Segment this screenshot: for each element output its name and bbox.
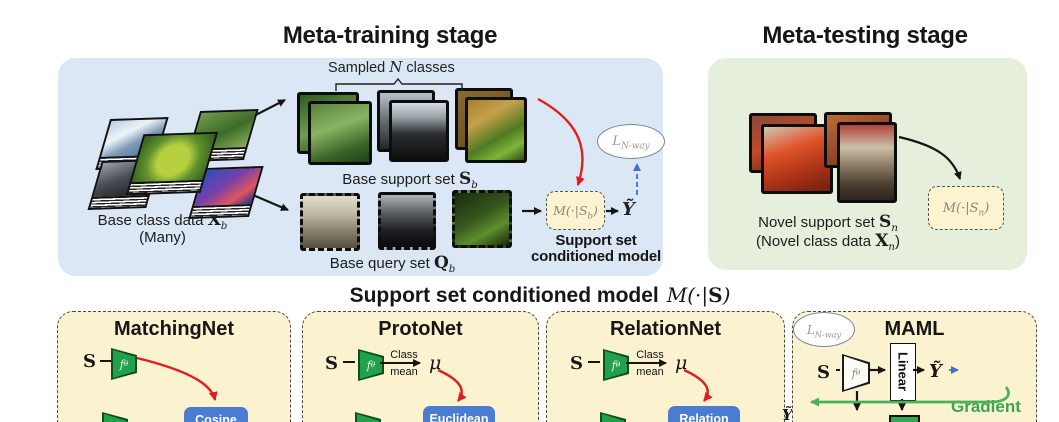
base-support-set-label: Base support set Sb: [300, 169, 520, 191]
protonet-encoder2-icon: [355, 412, 381, 422]
relationnet-y-hat: Ỹ: [782, 406, 793, 422]
y-hat-training: Ỹ: [622, 199, 635, 220]
query-image-monkey: [378, 192, 436, 250]
query-image-snake: [452, 190, 512, 248]
protonet-mean-label: mean: [390, 366, 418, 378]
base-query-set-label: Base query set Qb: [295, 253, 490, 275]
base-support-subscript: b: [471, 180, 478, 191]
sampled-prefix: Sampled: [328, 60, 390, 76]
matchingnet-support-symbol: S: [83, 351, 96, 372]
model-box-n-sub: n: [978, 208, 985, 219]
novel-image-ferret: [837, 122, 897, 203]
many-label: (Many): [139, 229, 186, 246]
conditioned-model-caption: Support set conditioned model: [525, 233, 667, 265]
novel-class-symbol: X: [875, 231, 889, 251]
support-image-snake: [465, 97, 527, 163]
heading-math-symbol: S: [708, 283, 723, 307]
sampled-suffix: classes: [402, 60, 455, 76]
novel-class-data-label: (Novel class data Xn): [718, 231, 938, 253]
sampled-n-symbol: N: [389, 58, 403, 76]
matchingnet-metric-box: Cosine: [184, 407, 248, 422]
protonet-metric-box: Euclidean: [423, 406, 495, 422]
relationnet-class-label: Class: [636, 349, 664, 361]
base-class-data-text: Base class data: [97, 212, 208, 229]
model-box-pre: M(·|S: [553, 203, 588, 218]
model-box-post: ): [593, 203, 598, 218]
novel-support-text: Novel support set: [758, 214, 880, 231]
conditioned-model-box-testing: M(·|Sn): [928, 186, 1004, 230]
query-image-bird: [300, 193, 360, 251]
novel-image-crab: [761, 124, 833, 194]
caption-line2: conditioned model: [531, 248, 661, 265]
meta-testing-title: Meta-testing stage: [762, 22, 968, 49]
relationnet-title: RelationNet: [609, 318, 722, 340]
maml-support-symbol: S: [817, 362, 830, 383]
bottom-heading: Support set conditioned model M(·|S): [270, 283, 810, 308]
base-class-subscript: b: [220, 221, 228, 232]
maml-loss-ellipse: LN-way: [793, 312, 855, 347]
encoder-f: f: [119, 357, 124, 371]
heading-math-post: ): [722, 283, 731, 307]
conditioned-model-box-training: M(·|Sb): [546, 191, 605, 230]
caption-line1: Support set: [555, 232, 637, 249]
maml-updated-layer-chip: [889, 415, 920, 422]
maml-linear-layer-box: Linear: [890, 343, 916, 401]
loss-ellipse-training: LN-way: [597, 124, 665, 159]
maml-y-hat: Ỹ: [929, 361, 942, 382]
novel-class-post: ): [894, 233, 900, 250]
relationnet-encoder-f: f: [611, 358, 616, 372]
novel-support-set-label: Novel support set Sn: [728, 212, 928, 234]
maml-loss-symbol: L: [806, 322, 815, 337]
protonet-mu-symbol: μ: [429, 352, 442, 374]
relationnet-metric-box: Relation: [668, 406, 740, 422]
loss-subscript: N-way: [621, 141, 650, 152]
bottom-heading-text: Support set conditioned model: [349, 284, 659, 307]
novel-class-subscript: n: [888, 242, 895, 253]
novel-class-pre: (Novel class data: [756, 233, 876, 250]
support-image-birds: [308, 101, 372, 165]
protonet-encoder-f: f: [366, 358, 371, 372]
model-box-n-pre: M(·|S: [942, 200, 979, 216]
loss-symbol: L: [612, 134, 622, 149]
relationnet-support-symbol: S: [570, 353, 583, 374]
model-box-n-post: ): [984, 200, 990, 216]
novel-support-symbol: S: [879, 212, 892, 232]
relationnet-mean-label: mean: [636, 366, 664, 378]
maml-gradient-label: Gradient: [951, 397, 1021, 416]
sampled-n-classes-label: Sampled N classes: [328, 58, 455, 76]
matchingnet-title: MatchingNet: [114, 318, 234, 340]
heading-math-pre: M(·|: [666, 283, 709, 307]
maml-title: MAML: [884, 318, 945, 340]
relationnet-encoder2-icon: [600, 412, 626, 422]
protonet-class-label: Class: [390, 349, 418, 361]
relationnet-mu-symbol: μ: [675, 352, 688, 374]
base-support-text: Base support set: [342, 171, 459, 188]
maml-encoder-f: f: [851, 366, 856, 380]
matchingnet-encoder2-icon: [102, 412, 128, 422]
maml-loss-subscript: N-way: [814, 328, 842, 339]
base-query-symbol: Q: [433, 253, 449, 273]
meta-training-title: Meta-training stage: [282, 22, 498, 49]
model-box-sub: b: [587, 211, 593, 222]
protonet-title: ProtoNet: [378, 318, 463, 340]
base-support-symbol: S: [458, 169, 472, 189]
base-query-text: Base query set: [329, 255, 434, 272]
novel-support-subscript: n: [891, 223, 898, 234]
support-image-dog: [389, 100, 449, 162]
base-query-subscript: b: [448, 264, 456, 275]
protonet-support-symbol: S: [325, 353, 338, 374]
